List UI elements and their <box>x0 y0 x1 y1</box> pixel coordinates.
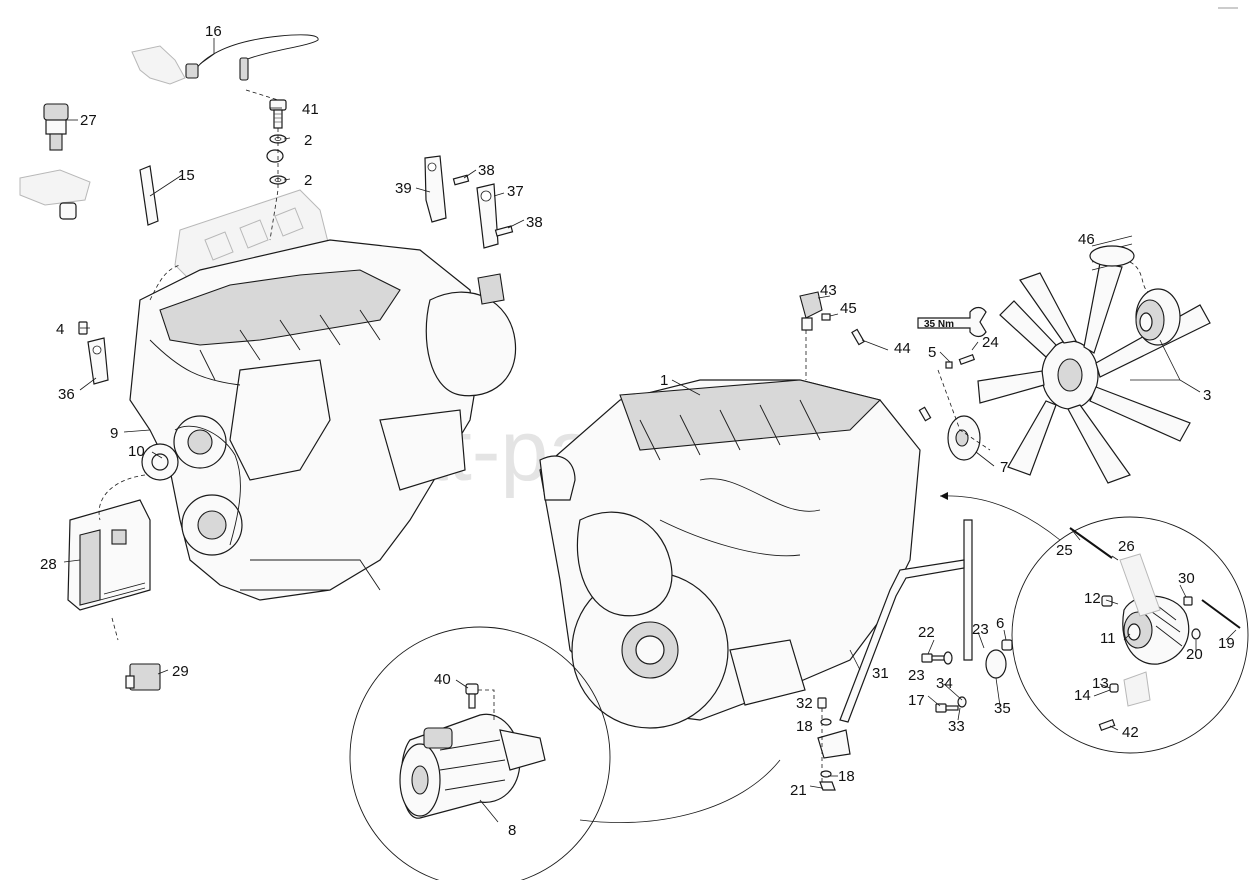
callout-40: 40 <box>434 671 451 688</box>
callout-10: 10 <box>128 443 145 460</box>
starter-detail-circle <box>349 626 611 880</box>
lifting-bracket-icon <box>424 155 514 249</box>
banjo-bolt-icon <box>269 99 287 129</box>
callout-39: 39 <box>395 180 412 197</box>
washer-icon <box>820 651 967 778</box>
wrench-icon <box>917 306 987 338</box>
callout-2-lower: 2 <box>304 172 312 189</box>
callout-23-right: 23 <box>972 621 989 638</box>
callout-15: 15 <box>178 167 195 184</box>
callout-45: 45 <box>840 300 857 317</box>
sensor-icon <box>799 291 831 331</box>
callout-25: 25 <box>1056 542 1073 559</box>
callout-44: 44 <box>894 340 911 357</box>
pressure-sensor-icon <box>43 103 69 151</box>
dowel-pin-icon <box>851 328 932 422</box>
leader-lines <box>63 38 1237 823</box>
support-bracket-icon <box>817 519 973 759</box>
callout-38-lower: 38 <box>526 214 543 231</box>
spring-icon <box>1089 235 1135 271</box>
callout-11: 11 <box>1100 630 1116 647</box>
torque-label: 35 Nm <box>924 319 954 330</box>
callout-16: 16 <box>205 23 222 40</box>
callout-14: 14 <box>1074 687 1091 704</box>
callout-19: 19 <box>1218 635 1235 652</box>
callout-29: 29 <box>172 663 189 680</box>
callout-36: 36 <box>58 386 75 403</box>
callout-13: 13 <box>1092 675 1109 692</box>
callout-3: 3 <box>1203 387 1211 404</box>
ecu-module-icon <box>67 499 151 611</box>
callout-21: 21 <box>790 782 807 799</box>
engine-rear-view-icon <box>539 379 921 729</box>
alternator-bracket-ghost-icon <box>1119 553 1161 707</box>
sensor-harness-icon <box>185 34 319 81</box>
bolt-icon <box>945 354 976 369</box>
engine-front-view-icon <box>129 239 517 601</box>
callout-6: 6 <box>996 615 1004 632</box>
callout-1: 1 <box>660 372 668 389</box>
callout-30: 30 <box>1178 570 1195 587</box>
bolt-icon <box>817 653 959 713</box>
callout-31: 31 <box>872 665 889 682</box>
callout-12: 12 <box>1084 590 1101 607</box>
callout-4: 4 <box>56 321 64 338</box>
callout-23-left: 23 <box>908 667 925 684</box>
bolt-icon <box>465 683 479 709</box>
callout-labels: 16 27 41 2 2 15 39 38 37 38 4 36 9 10 28… <box>40 23 1235 839</box>
callout-32: 32 <box>796 695 813 712</box>
fan-hub-icon <box>1135 288 1181 346</box>
callout-46: 46 <box>1078 231 1095 248</box>
alternator-detail-circle <box>1011 516 1249 754</box>
drive-flange-icon <box>947 415 981 461</box>
callout-7: 7 <box>1000 459 1008 476</box>
callout-27: 27 <box>80 112 97 129</box>
callout-22: 22 <box>918 624 935 641</box>
callout-43: 43 <box>820 282 837 299</box>
callout-9: 9 <box>110 425 118 442</box>
callout-2-upper: 2 <box>304 132 312 149</box>
callout-35: 35 <box>994 700 1011 717</box>
callout-26: 26 <box>1118 538 1135 555</box>
long-bolt-icon <box>1069 527 1241 731</box>
callout-18-lower: 18 <box>838 768 855 785</box>
callout-20: 20 <box>1186 646 1203 663</box>
callout-28: 28 <box>40 556 57 573</box>
callout-8: 8 <box>508 822 516 839</box>
cooling-fan-icon <box>977 262 1211 484</box>
callout-18-upper: 18 <box>796 718 813 735</box>
callout-17: 17 <box>908 692 925 709</box>
mounting-bracket-icon <box>78 321 109 385</box>
callout-37: 37 <box>507 183 524 200</box>
starter-motor-icon <box>399 713 546 819</box>
relay-icon <box>125 663 161 691</box>
callout-42: 42 <box>1122 724 1139 741</box>
callout-34: 34 <box>936 675 953 692</box>
callout-41: 41 <box>302 101 319 118</box>
callout-24: 24 <box>982 334 999 351</box>
fuel-pipe-icon <box>59 149 284 240</box>
callout-38-upper: 38 <box>478 162 495 179</box>
callout-5: 5 <box>928 344 936 361</box>
callout-33: 33 <box>948 718 965 735</box>
